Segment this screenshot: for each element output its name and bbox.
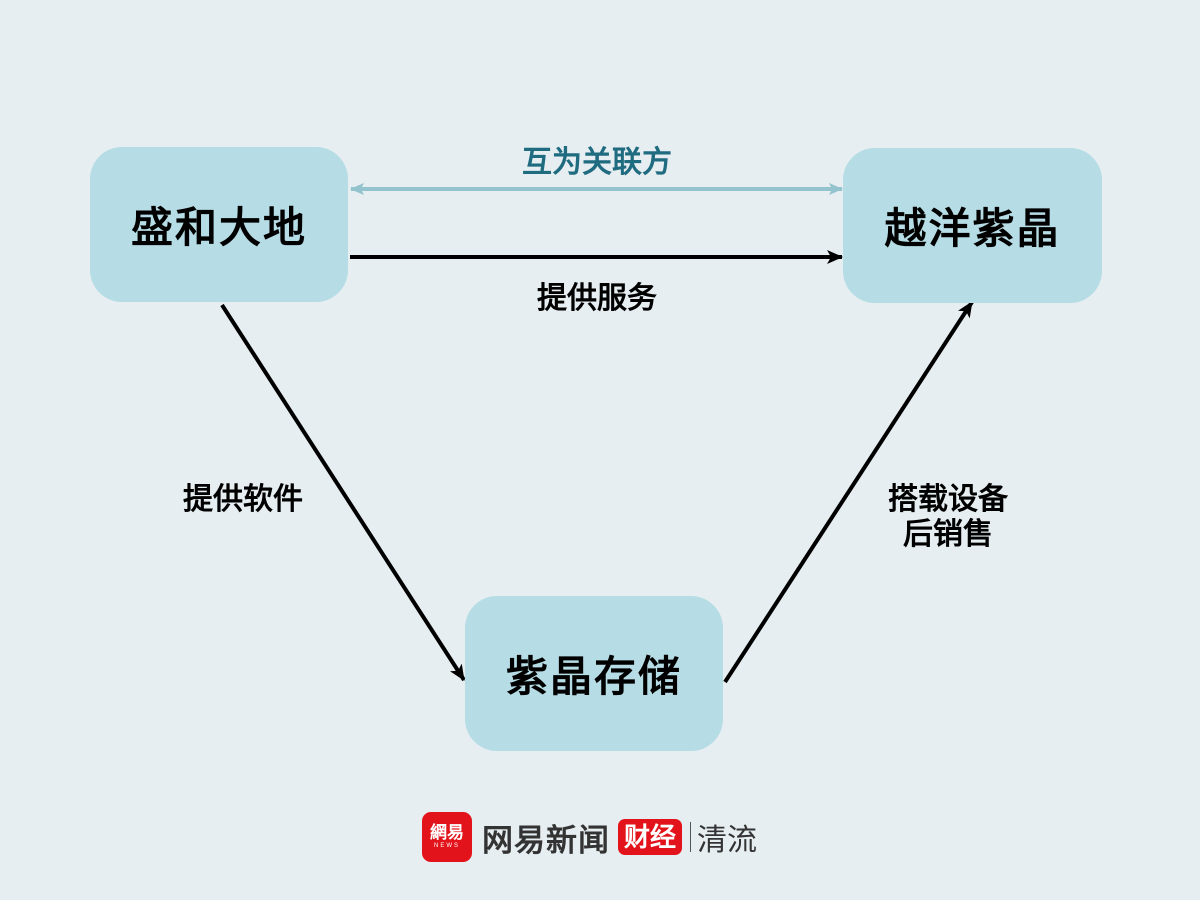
software-arrow	[220, 303, 466, 682]
column-name: 清流	[697, 823, 758, 858]
aftersales-label-1: 搭载设备	[888, 483, 1008, 516]
provide-service-label: 提供服务	[537, 282, 657, 315]
finance-badge: 财经	[618, 819, 683, 855]
provide-software-label: 提供软件	[183, 483, 303, 516]
node-zijing: 紫晶存储	[465, 596, 723, 751]
node-shenghe: 盛和大地	[90, 147, 348, 302]
related-party-label: 互为关联方	[522, 146, 672, 179]
logo-text: 網易	[430, 823, 464, 842]
aftersales-label-2: 后销售	[903, 518, 993, 551]
brand-name: 网易新闻	[482, 822, 610, 858]
divider	[690, 822, 692, 852]
netease-news-logo-icon: 網易 NEWS	[422, 812, 472, 862]
footer-brand: 網易 NEWS 网易新闻 财经 清流	[422, 812, 757, 862]
node-yueyang: 越洋紫晶	[843, 148, 1102, 303]
logo-sub: NEWS	[434, 843, 460, 849]
node-label: 盛和大地	[130, 204, 307, 251]
aftersales-arrow	[723, 300, 974, 684]
node-label: 紫晶存储	[505, 653, 682, 700]
node-label: 越洋紫晶	[884, 205, 1061, 252]
